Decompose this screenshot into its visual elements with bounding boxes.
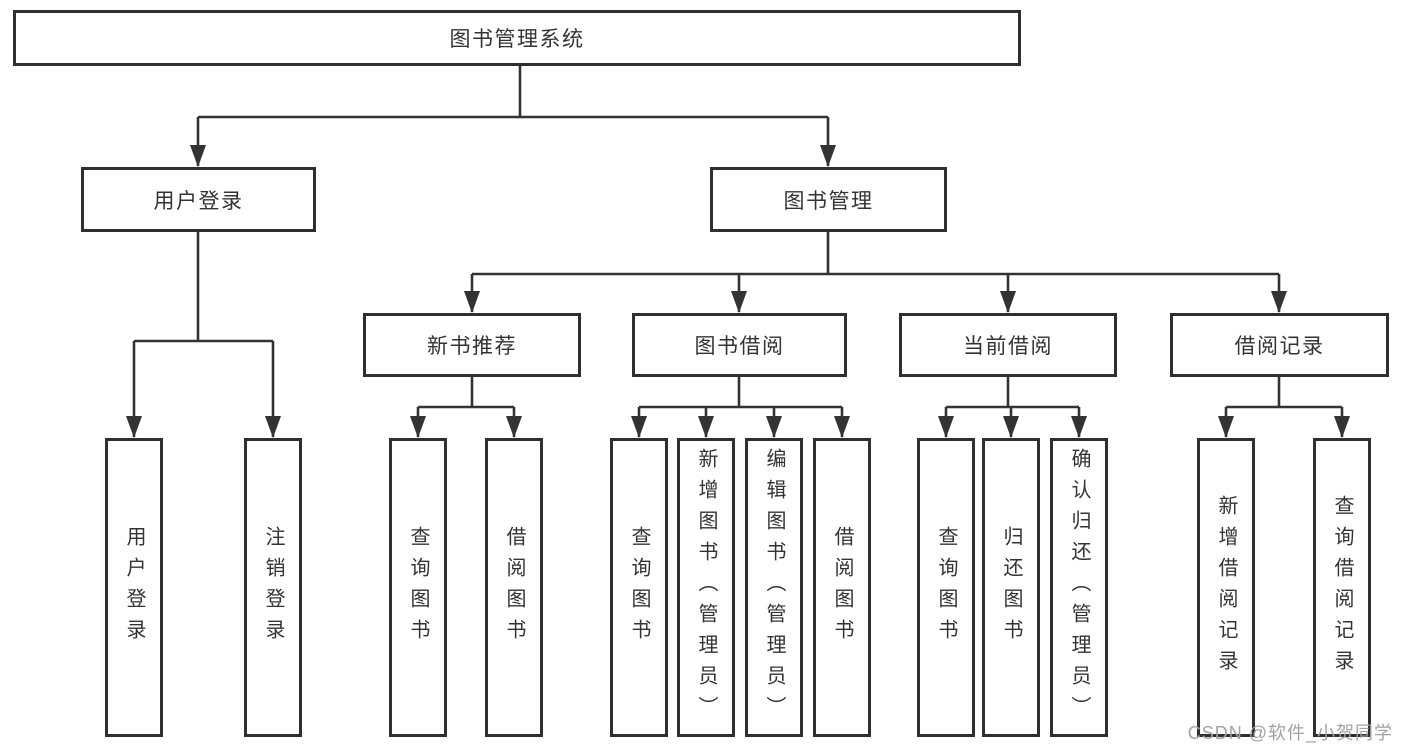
node-root-label: 图书管理系统 [449, 28, 585, 51]
leaf-bor-edit-book-label: 编辑图书（管理员） [763, 448, 785, 727]
node-current-borrow-label: 当前借阅 [963, 335, 1053, 358]
connector-borrow-record-split [1226, 377, 1342, 409]
leaf-login-label: 用户登录 [123, 525, 145, 650]
connector-root-split [198, 65, 828, 119]
node-book-borrow-label: 图书借阅 [694, 335, 785, 358]
leaf-cur-query-book: 查询图书 [917, 438, 975, 737]
connector-new-book-rec-split [418, 377, 514, 409]
leaf-bor-query-book: 查询图书 [610, 438, 668, 737]
node-book-mgmt: 图书管理 [710, 167, 947, 232]
node-book-borrow: 图书借阅 [632, 313, 847, 377]
leaf-rec-borrow-book-label: 借阅图书 [503, 525, 525, 650]
leaf-bor-edit-book: 编辑图书（管理员） [745, 438, 803, 737]
leaf-rcd-add-record-label: 新增借阅记录 [1215, 494, 1237, 681]
leaf-bor-borrow-book: 借阅图书 [813, 438, 871, 737]
leaf-bor-add-book-label: 新增图书（管理员） [695, 448, 717, 727]
leaf-cur-confirm-return-label: 确认归还（管理员） [1068, 448, 1090, 727]
leaf-login: 用户登录 [105, 438, 163, 737]
connector-current-borrow-split [946, 377, 1079, 409]
csdn-watermark: CSDN @软件_小贺同学 [1187, 723, 1393, 743]
node-current-borrow: 当前借阅 [899, 313, 1117, 377]
leaf-logout-label: 注销登录 [262, 525, 284, 650]
leaf-cur-return-book: 归还图书 [982, 438, 1040, 737]
leaf-cur-return-book-label: 归还图书 [1000, 525, 1022, 650]
leaf-rec-borrow-book: 借阅图书 [485, 438, 543, 737]
node-new-book-rec-label: 新书推荐 [427, 335, 517, 358]
node-borrow-record-label: 借阅记录 [1234, 335, 1325, 358]
node-root: 图书管理系统 [13, 10, 1021, 66]
leaf-rcd-add-record: 新增借阅记录 [1197, 438, 1255, 737]
connector-book-borrow-split [639, 377, 842, 409]
leaf-bor-add-book: 新增图书（管理员） [677, 438, 735, 737]
leaf-rec-query-book: 查询图书 [389, 438, 447, 737]
node-book-mgmt-label: 图书管理 [783, 189, 874, 213]
leaf-cur-confirm-return: 确认归还（管理员） [1050, 438, 1108, 737]
leaf-rec-query-book-label: 查询图书 [407, 525, 429, 650]
connector-book-mgmt-split [472, 232, 1279, 276]
node-user-login-label: 用户登录 [153, 189, 244, 213]
node-new-book-rec: 新书推荐 [363, 313, 581, 377]
leaf-logout: 注销登录 [244, 438, 302, 737]
leaf-rcd-query-record-label: 查询借阅记录 [1331, 494, 1353, 681]
node-user-login: 用户登录 [81, 167, 316, 232]
leaf-rcd-query-record: 查询借阅记录 [1313, 438, 1371, 737]
leaf-bor-query-book-label: 查询图书 [628, 525, 650, 650]
connector-user-login-split [134, 232, 273, 343]
leaf-bor-borrow-book-label: 借阅图书 [831, 525, 853, 650]
leaf-cur-query-book-label: 查询图书 [935, 525, 957, 650]
node-borrow-record: 借阅记录 [1170, 313, 1389, 377]
